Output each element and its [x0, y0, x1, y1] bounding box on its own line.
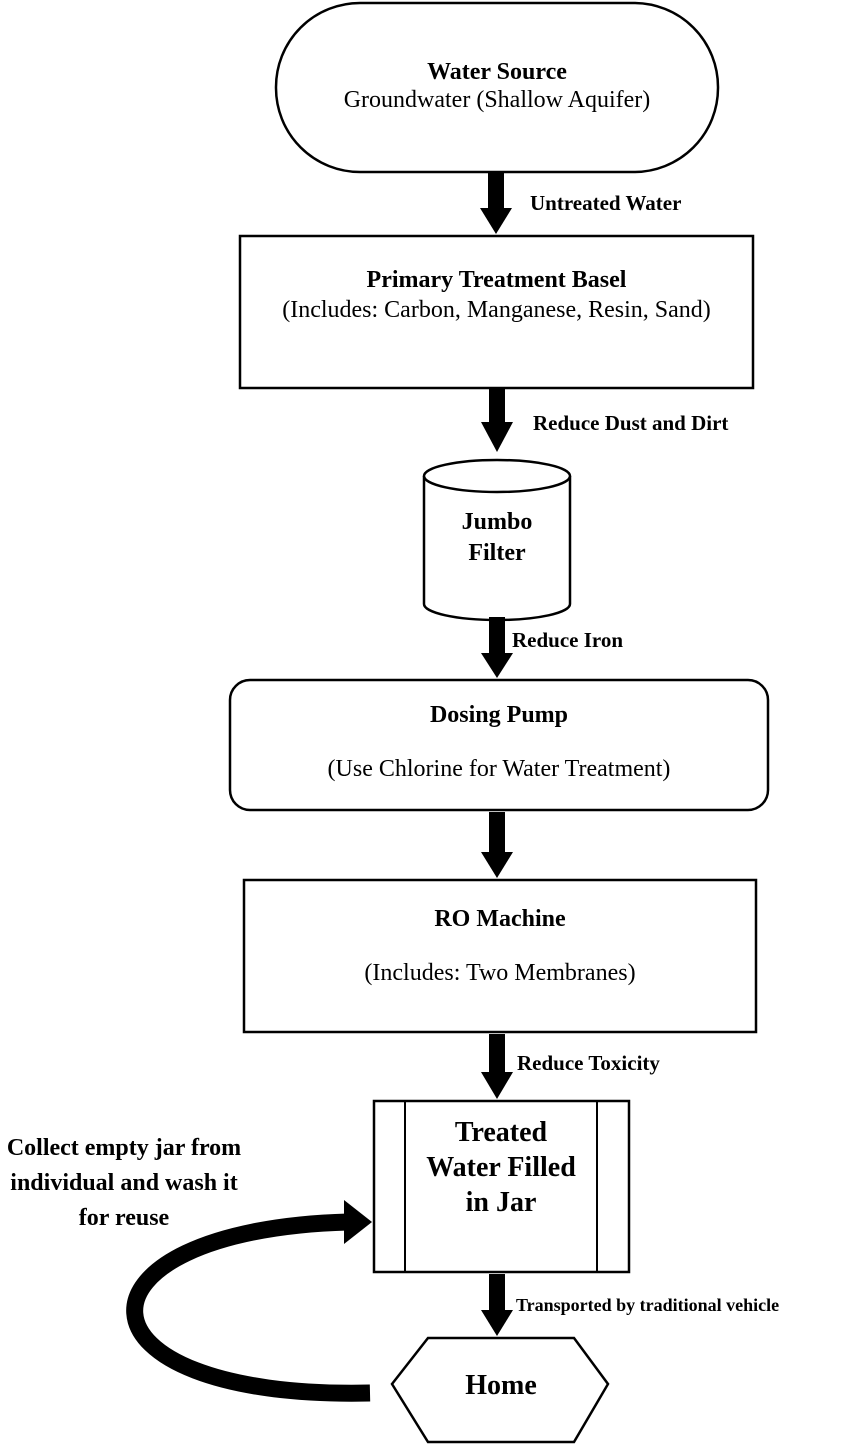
primary-treatment-node: Primary Treatment Basel (Includes: Carbo…	[270, 266, 723, 327]
loop-annotation-label: Collect empty jar from individual and wa…	[6, 1135, 242, 1231]
arrow-dosing-to-ro	[481, 812, 513, 878]
ro-machine-subtitle: (Includes: Two Membranes)	[364, 960, 636, 987]
primary-treatment-title: Primary Treatment Basel	[366, 267, 627, 293]
water-source-title: Water Source	[427, 59, 567, 85]
edge-label-reduce-toxicity: Reduce Toxicity	[517, 1051, 660, 1075]
edge-label-reduce-iron: Reduce Iron	[512, 628, 624, 652]
arrow-jar-to-home	[481, 1274, 513, 1336]
dosing-pump-title: Dosing Pump	[429, 702, 569, 728]
treated-water-shape	[372, 1099, 631, 1274]
edge-label-reduce-dust: Reduce Dust and Dirt	[533, 411, 729, 435]
edge-label-untreated-water: Untreated Water	[530, 191, 682, 215]
arrow-ro-to-jar	[481, 1034, 513, 1099]
dosing-pump-subtitle: (Use Chlorine for Water Treatment)	[327, 756, 671, 783]
jumbo-filter-shape	[422, 458, 572, 622]
edge-label-transport: Transported by traditional vehicle	[516, 1295, 780, 1315]
primary-treatment-shape	[238, 234, 755, 390]
water-source-node: Water Source Groundwater (Shallow Aquife…	[276, 58, 718, 115]
dosing-pump-shape	[228, 678, 770, 812]
loop-arrow-home-to-jar	[126, 1200, 372, 1402]
ro-machine-title: RO Machine	[434, 906, 566, 932]
dosing-pump-node: Dosing Pump (Use Chlorine for Water Trea…	[230, 701, 768, 784]
home-label: Home	[465, 1370, 537, 1401]
ro-machine-node: RO Machine (Includes: Two Membranes)	[244, 905, 756, 988]
water-source-subtitle: Groundwater (Shallow Aquifer)	[343, 87, 651, 114]
treated-water-label: Treated Water Filled in Jar	[426, 1117, 576, 1218]
arrow-filter-to-dosing	[481, 617, 513, 678]
ro-machine-shape	[242, 878, 758, 1034]
primary-treatment-subtitle: (Includes: Carbon, Manganese, Resin, San…	[282, 297, 711, 324]
home-shape	[390, 1336, 610, 1444]
arrow-primary-to-filter	[481, 388, 513, 452]
jumbo-filter-label: Jumbo Filter	[461, 509, 533, 567]
arrow-source-to-primary	[480, 172, 512, 234]
